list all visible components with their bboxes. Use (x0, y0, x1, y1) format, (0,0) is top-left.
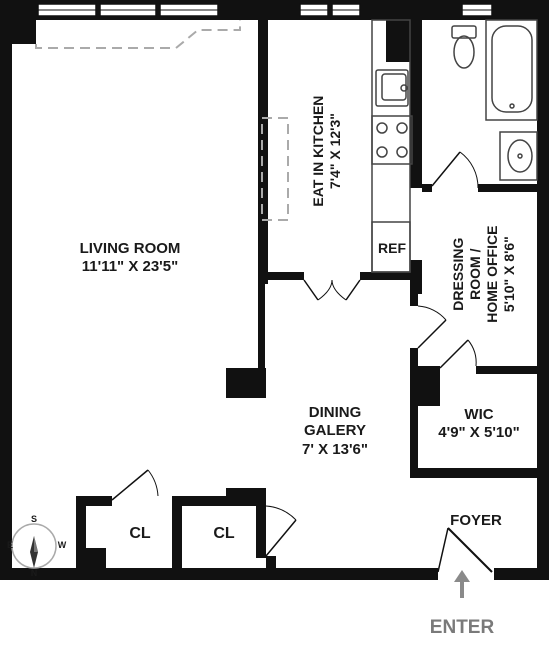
living-room-name: LIVING ROOM (79, 240, 181, 257)
dining-line2: GALERY (304, 422, 366, 440)
windows (37, 3, 493, 17)
stove (371, 115, 413, 165)
compass-w-label: W (57, 540, 67, 550)
enter-label: ENTER (412, 616, 512, 639)
dressing-room-label: DRESSING ROOM / HOME OFFICE 5'10" X 8'6" (450, 214, 518, 334)
closet1-label: CL (112, 524, 168, 544)
closet2-name: CL (213, 525, 235, 542)
dashed-outlines (35, 20, 289, 221)
refrigerator (371, 221, 411, 273)
kitchen-label: EAT IN KITCHEN 7'4" X 12'3" (310, 76, 344, 226)
doors (111, 151, 493, 573)
sink (375, 69, 409, 107)
bath-fixtures (451, 19, 538, 181)
enter-text: ENTER (429, 617, 495, 638)
dressing-line3: HOME OFFICE (484, 225, 500, 323)
enter-arrow-icon (454, 570, 470, 598)
dressing-line1: DRESSING (449, 237, 466, 311)
foyer-label: FOYER (436, 512, 516, 530)
compass-e-label: E (6, 540, 13, 550)
compass (11, 523, 57, 569)
wic-name: WIC (464, 406, 494, 423)
dining-line1: DINING (308, 404, 362, 421)
wic-dims: 4'9" X 5'10" (438, 424, 520, 442)
dining-label: DINING GALERY 7' X 13'6" (270, 404, 400, 459)
closet1-name: CL (129, 525, 151, 542)
kitchen-fixtures (371, 19, 413, 273)
dressing-dims: 5'10" X 8'6" (501, 236, 518, 313)
compass-s-label: S (30, 514, 37, 524)
bathtub (485, 19, 538, 121)
ref-label: REF (372, 240, 412, 257)
closet2-label: CL (196, 524, 252, 544)
compass-n-label: N (30, 568, 38, 578)
kitchen-dims: 7'4" X 12'3" (327, 113, 343, 190)
ref-name: REF (378, 240, 406, 256)
kitchen-name: EAT IN KITCHEN (309, 95, 326, 207)
toilet-bowl (453, 35, 475, 69)
wic-label: WIC 4'9" X 5'10" (416, 406, 542, 443)
dining-dims: 7' X 13'6" (302, 440, 368, 458)
living-room-label: LIVING ROOM 11'11" X 23'5" (60, 240, 200, 277)
toilet-tank (451, 25, 477, 39)
living-room-dims: 11'11" X 23'5" (81, 258, 179, 276)
vanity (499, 131, 538, 181)
foyer-name: FOYER (450, 512, 502, 529)
dressing-line2: ROOM / (466, 248, 483, 300)
